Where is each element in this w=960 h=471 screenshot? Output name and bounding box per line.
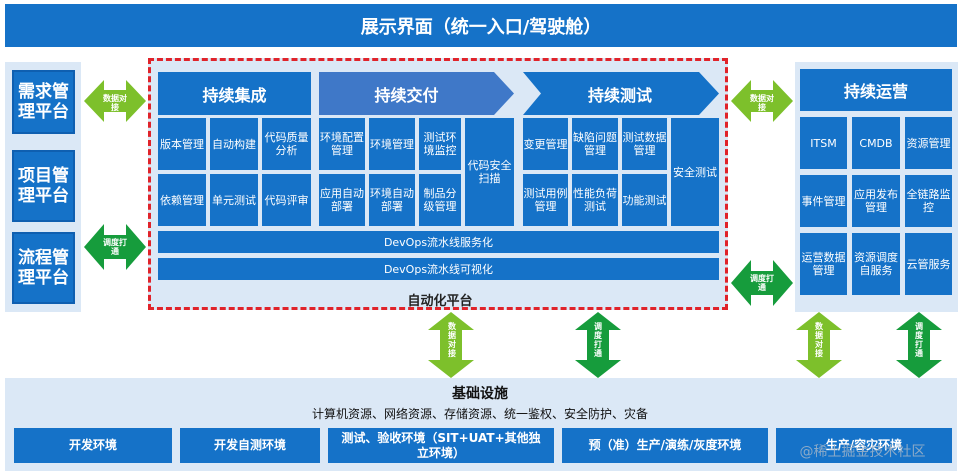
schedule-link-label-right: 调度打通 (750, 274, 774, 292)
env-auto-deploy-cell: 环境自动部署 (369, 174, 415, 226)
data-link-vertical-arrow-1 (428, 312, 474, 378)
data-link-arrow-right (731, 80, 793, 122)
test-env-monitor-cell: 测试环境监控 (419, 118, 461, 170)
schedule-link-arrow-right (731, 260, 793, 306)
continuous-testing-arrow (523, 72, 719, 115)
app-release-management-cell: 应用发布管理 (852, 175, 900, 227)
production-env-box: 生产/容灾环境 (776, 428, 952, 463)
dependency-management-cell: 依赖管理 (158, 174, 206, 226)
cmdb-cell: CMDB (852, 117, 900, 169)
data-link-arrow-left (84, 80, 146, 122)
full-link-monitor-cell: 全链路监控 (905, 175, 952, 227)
infrastructure-title: 基础设施 (452, 386, 508, 402)
code-quality-cell: 代码质量分析 (262, 118, 311, 170)
display-interface-banner: 展示界面（统一入口/驾驶舱） (5, 4, 957, 47)
test-acceptance-env-box: 测试、验收环境（SIT+UAT+其他独立环境） (328, 428, 554, 463)
continuous-integration-header: 持续集成 (158, 72, 311, 115)
preproduction-env-box: 预（准）生产/演练/灰度环境 (562, 428, 768, 463)
schedule-link-vertical-label-1: 调度打通 (594, 322, 602, 358)
pipeline-service-bar: DevOps流水线服务化 (158, 231, 719, 253)
cloud-management-cell: 云管服务 (905, 233, 952, 295)
schedule-link-label-left: 调度打通 (103, 238, 127, 256)
dev-env-box: 开发环境 (14, 428, 172, 463)
code-security-scan-cell: 代码安全扫描 (465, 118, 514, 226)
schedule-link-arrow-left (84, 224, 146, 270)
watermark: @稀土掘金技术社区 (799, 444, 926, 460)
env-management-cell: 环境管理 (369, 118, 415, 170)
schedule-link-vertical-arrow-1 (575, 312, 621, 378)
defect-management-cell: 缺陷问题管理 (572, 118, 618, 170)
project-platform: 项目管理平台 (12, 150, 75, 222)
unit-test-cell: 单元测试 (210, 174, 258, 226)
schedule-link-vertical-arrow-2 (896, 312, 942, 378)
functional-test-cell: 功能测试 (622, 174, 667, 226)
resource-scheduling-cell: 资源调度自服务 (852, 233, 900, 295)
test-data-management-cell: 测试数据管理 (622, 118, 667, 170)
data-link-vertical-label-2: 数据对接 (815, 322, 823, 358)
data-link-label-left: 数据对接 (103, 94, 127, 112)
pipeline-visualization-bar: DevOps流水线可视化 (158, 258, 719, 280)
security-test-cell: 安全测试 (671, 118, 719, 226)
schedule-link-vertical-label-2: 调度打通 (915, 322, 923, 358)
process-platform: 流程管理平台 (12, 232, 75, 304)
itsm-cell: ITSM (800, 117, 847, 169)
event-management-cell: 事件管理 (800, 175, 847, 227)
data-link-vertical-arrow-2 (796, 312, 842, 378)
performance-test-cell: 性能负荷测试 (572, 174, 618, 226)
change-management-cell: 变更管理 (523, 118, 568, 170)
automation-platform-label: 自动化平台 (407, 293, 473, 309)
continuous-operations-header: 持续运营 (800, 69, 952, 111)
resource-management-cell: 资源管理 (905, 117, 952, 169)
app-auto-deploy-cell: 应用自动部署 (319, 174, 365, 226)
requirements-platform: 需求管理平台 (12, 70, 75, 134)
ops-data-management-cell: 运营数据管理 (800, 233, 847, 295)
auto-build-cell: 自动构建 (210, 118, 258, 170)
test-case-management-cell: 测试用例管理 (523, 174, 568, 226)
code-review-cell: 代码评审 (262, 174, 311, 226)
data-link-label-right: 数据对接 (750, 94, 774, 112)
continuous-testing-header: 持续测试 (587, 85, 652, 105)
env-config-cell: 环境配置管理 (319, 118, 365, 170)
continuous-delivery-header: 持续交付 (374, 85, 439, 105)
data-link-vertical-label-1: 数据对接 (448, 322, 456, 358)
infrastructure-subtitle: 计算机资源、网络资源、存储资源、统一鉴权、安全防护、灾备 (311, 406, 648, 421)
continuous-delivery-arrow (319, 72, 514, 115)
version-management-cell: 版本管理 (158, 118, 206, 170)
dev-selftest-env-box: 开发自测环境 (180, 428, 320, 463)
artifact-grading-cell: 制品分级管理 (419, 174, 461, 226)
